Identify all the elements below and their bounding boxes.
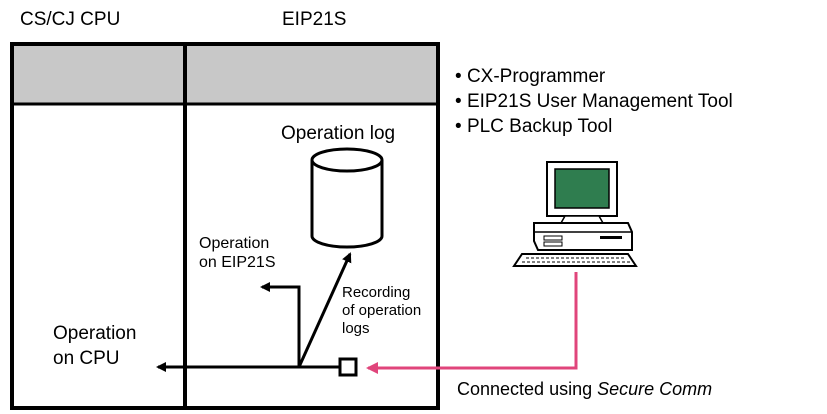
system-unit-icon	[533, 222, 633, 251]
cylinder-icon	[310, 147, 384, 249]
operation-log-title: Operation log	[281, 123, 396, 144]
recording-label-line2: of operation	[342, 302, 422, 319]
operation-on-cpu-label-line2: on CPU	[53, 348, 120, 369]
cpu-unit-header	[12, 44, 185, 104]
eip-unit-label: EIP21S	[282, 9, 347, 30]
port-square-icon	[338, 357, 358, 377]
operation-on-eip-label-line2: on EIP21S	[199, 254, 276, 271]
operation-eip-arrow	[260, 282, 301, 367]
connection-caption-prefix: Connected using	[457, 379, 598, 399]
tool-list: CX-Programmer EIP21S User Management Too…	[455, 64, 733, 139]
eip-unit-header	[185, 44, 438, 104]
secure-comm-connection	[366, 272, 578, 374]
monitor-screen	[554, 168, 610, 209]
recording-label-line3: logs	[342, 320, 370, 337]
desktop-computer-icon	[512, 161, 638, 267]
tool-item-user-management: EIP21S User Management Tool	[455, 89, 733, 114]
monitor-stand	[559, 215, 605, 224]
eip-unit-frame	[183, 42, 440, 410]
recording-label-line1: Recording	[342, 284, 411, 301]
operation-on-cpu-label-line1: Operation	[53, 323, 137, 344]
cpu-unit-label: CS/CJ CPU	[20, 9, 121, 30]
connection-caption: Connected using Secure Comm	[457, 378, 712, 401]
cpu-unit	[10, 42, 187, 410]
tool-item-cx-programmer: CX-Programmer	[455, 64, 733, 89]
keyboard-icon	[512, 253, 638, 267]
operation-on-eip-label-line1: Operation	[199, 235, 270, 252]
eip-unit	[183, 42, 440, 410]
recording-arrow	[297, 252, 352, 368]
connection-method: Secure Comm	[597, 379, 713, 399]
tool-item-plc-backup: PLC Backup Tool	[455, 114, 733, 139]
